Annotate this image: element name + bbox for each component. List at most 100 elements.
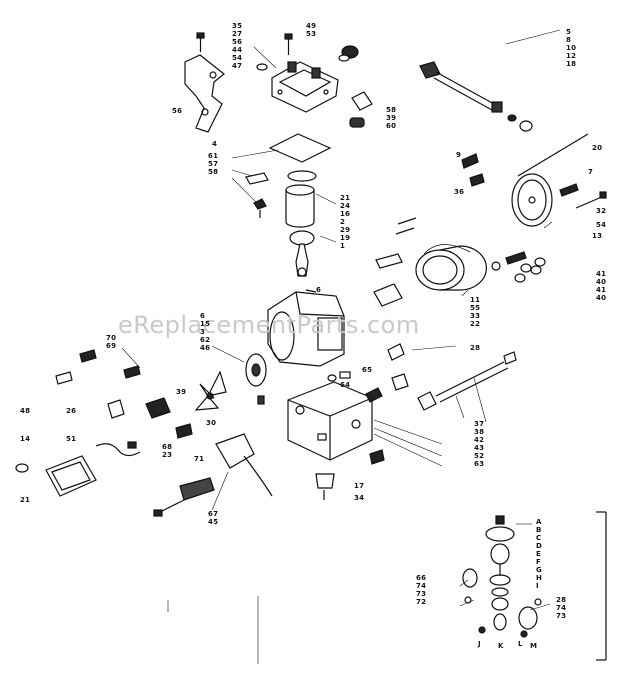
- callout-71: 71: [194, 455, 205, 463]
- callout-74: 74: [416, 582, 427, 590]
- callout-49: 49: [306, 22, 317, 30]
- switch-box-part: [215, 433, 273, 497]
- callout-74-inset: 74: [556, 604, 567, 612]
- callout-7: 7: [588, 168, 594, 176]
- piston-part: [289, 230, 315, 277]
- callout-41-lower: 41: [596, 286, 607, 294]
- callout-57: 57: [208, 160, 219, 168]
- cover-plate-part: [15, 455, 97, 497]
- callout-64: 64: [340, 381, 351, 389]
- valve-detail-inset: [462, 511, 607, 661]
- callout-60: 60: [386, 122, 397, 130]
- callout-65: 65: [362, 366, 373, 374]
- callout-52: 52: [474, 452, 485, 460]
- callout-47: 47: [232, 62, 243, 70]
- valve-plate-gasket-part: [268, 133, 332, 163]
- callout-group-feet: 17 34: [354, 482, 364, 502]
- callout-group-inset-right: 28 74 73: [556, 596, 566, 620]
- callout-33: 33: [470, 312, 481, 320]
- callout-73-inset: 73: [556, 612, 567, 620]
- callout-group-relay: 68 23: [162, 443, 172, 459]
- reed-valve-part: [245, 172, 269, 218]
- callout-58: 58: [386, 106, 397, 114]
- bolt-part: [559, 183, 607, 209]
- fan-blade-part: [194, 370, 227, 411]
- callout-group-inset-left: 66 74 73 72: [416, 574, 426, 606]
- callout-53: 53: [306, 30, 317, 38]
- callout-10: 10: [566, 44, 577, 52]
- callout-13: 13: [592, 232, 603, 240]
- screw-part: [305, 289, 317, 293]
- callout-27: 27: [232, 30, 243, 38]
- relay-part: [145, 397, 193, 439]
- check-valve-part: [349, 91, 373, 128]
- callout-70: 70: [106, 334, 117, 342]
- flywheel-pulley-part: [245, 353, 267, 387]
- callout-56: 56: [232, 38, 243, 46]
- callout-1: 1: [340, 242, 346, 250]
- motor-end-cap-part: [511, 173, 553, 227]
- callout-40: 40: [596, 278, 607, 286]
- leader-lines: [121, 29, 561, 664]
- callout-28-inset: 28: [556, 596, 567, 604]
- callout-67: 67: [208, 510, 219, 518]
- callout-58-reed: 58: [208, 168, 219, 176]
- callout-22: 22: [470, 320, 481, 328]
- callout-36: 36: [454, 188, 465, 196]
- callout-24: 24: [340, 202, 351, 210]
- callout-45: 45: [208, 518, 219, 526]
- callout-21: 21: [340, 194, 351, 202]
- callout-73: 73: [416, 590, 427, 598]
- callout-21-cover: 21: [20, 496, 31, 504]
- callout-20: 20: [592, 144, 603, 152]
- callout-15: 15: [200, 320, 211, 328]
- callout-26: 26: [66, 407, 77, 415]
- callout-30: 30: [206, 419, 217, 427]
- callout-group-tank-fittings: 37 38 42 43 52 63: [474, 420, 484, 468]
- callout-34: 34: [354, 494, 365, 502]
- callout-6: 6: [200, 312, 206, 320]
- bolt-part: [284, 33, 293, 55]
- bolt-part: [196, 32, 205, 52]
- callout-H: H: [536, 574, 543, 582]
- callout-A: A: [536, 518, 542, 526]
- motor-part: [373, 217, 487, 307]
- callout-group-pulley: 6 15 3 62 46: [200, 312, 210, 352]
- callout-35: 35: [232, 22, 243, 30]
- callout-18: 18: [566, 60, 577, 68]
- nut-stack-part: [491, 251, 546, 283]
- callout-28: 28: [470, 344, 481, 352]
- fitting-part: [327, 343, 409, 391]
- callout-44: 44: [232, 46, 243, 54]
- callout-72: 72: [416, 598, 427, 606]
- callout-group-nuts: 41 40 41 40: [596, 270, 606, 302]
- tank-tube-part: [365, 351, 517, 465]
- callout-F: F: [536, 558, 541, 566]
- plug-part: [338, 45, 359, 62]
- callout-42: 42: [474, 436, 485, 444]
- callout-48: 48: [20, 407, 31, 415]
- callout-40-lower: 40: [596, 294, 607, 302]
- callout-29: 29: [340, 226, 351, 234]
- watermark: eReplacementParts.com: [118, 311, 420, 339]
- callout-23: 23: [162, 451, 173, 459]
- callout-19: 19: [340, 234, 351, 242]
- callout-14: 14: [20, 435, 31, 443]
- mounting-bracket-part: [184, 54, 225, 133]
- callout-group-check-valve: 58 39 60: [386, 106, 396, 130]
- callout-55: 55: [470, 304, 481, 312]
- callout-43: 43: [474, 444, 485, 452]
- power-cord-plug-part: [153, 477, 215, 517]
- callout-38: 38: [474, 428, 485, 436]
- callout-6-crank: 6: [316, 286, 322, 294]
- callout-69: 69: [106, 342, 117, 350]
- callout-54: 54: [232, 54, 243, 62]
- callout-K: K: [498, 642, 504, 650]
- bearing-part: [257, 395, 265, 405]
- callout-17: 17: [354, 482, 365, 490]
- tank-part: [287, 381, 373, 461]
- callout-46: 46: [200, 344, 211, 352]
- clamp-part: [55, 349, 141, 457]
